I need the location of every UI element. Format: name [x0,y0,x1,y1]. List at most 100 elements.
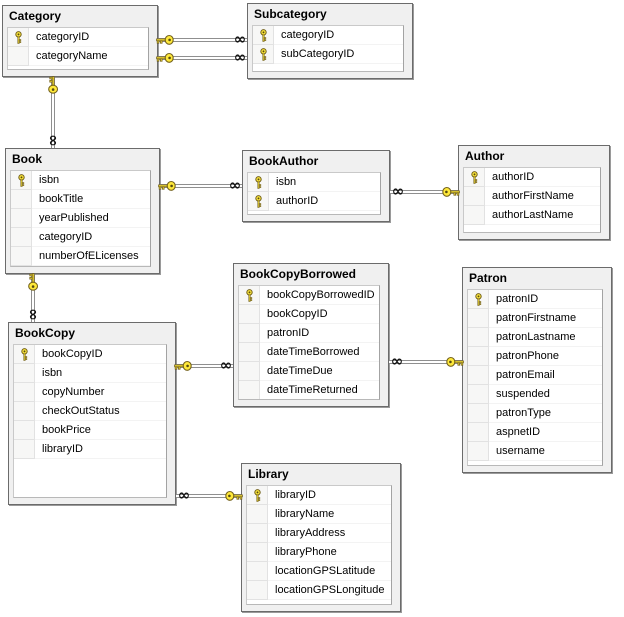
row-selector [239,362,260,381]
column-row-locationgpslatitude[interactable]: locationGPSLatitude [247,562,391,581]
column-row-checkoutstatus[interactable]: checkOutStatus [14,402,166,421]
column-name: numberOfELicenses [39,250,139,262]
column-row-datetimereturned[interactable]: dateTimeReturned [239,381,379,399]
column-name: categoryID [281,29,335,41]
column-row-isbn[interactable]: isbn [248,173,380,192]
table-title[interactable]: Book [12,152,42,166]
row-selector [8,47,29,66]
column-row-yearpublished[interactable]: yearPublished [11,209,150,228]
relationship-line-category-subcategory[interactable] [158,56,247,60]
table-title[interactable]: Author [465,149,505,163]
table-title[interactable]: Patron [469,271,508,285]
one-side-key-icon-category-subcategory [156,52,174,64]
relationship-line-author-bookauthor[interactable] [390,190,458,194]
column-row-categoryid[interactable]: categoryID [8,28,148,47]
column-row-booktitle[interactable]: bookTitle [11,190,150,209]
column-row-patronlastname[interactable]: patronLastname [468,328,602,347]
column-row-patronemail[interactable]: patronEmail [468,366,602,385]
relationship-line-book-bookcopy[interactable] [31,274,35,322]
column-row-isbn[interactable]: isbn [14,364,166,383]
row-selector [247,505,268,524]
column-name: patronEmail [496,369,555,381]
column-row-authorid[interactable]: authorID [248,192,380,211]
column-name: authorID [492,171,535,183]
table-node-subcategory[interactable]: Subcategory categoryID subCategoryID [247,3,413,79]
table-node-patron[interactable]: Patron patronID patronFirstname patronLast… [462,267,612,473]
column-name: locationGPSLatitude [275,565,376,577]
column-row-bookprice[interactable]: bookPrice [14,421,166,440]
column-name: bookCopyBorrowedID [267,289,375,301]
primary-key-icon [14,345,35,364]
column-row-patrontype[interactable]: patronType [468,404,602,423]
column-row-suspended[interactable]: suspended [468,385,602,404]
column-row-isbn[interactable]: isbn [11,171,150,190]
column-row-patronid[interactable]: patronID [468,290,602,309]
column-row-bookcopyid[interactable]: bookCopyID [239,305,379,324]
column-row-numberofelicenses[interactable]: numberOfELicenses [11,247,150,266]
table-node-bookcopyborrowed[interactable]: BookCopyBorrowed bookCopyBorrowedID bookC… [233,263,389,407]
column-row-patronfirstname[interactable]: patronFirstname [468,309,602,328]
column-name: checkOutStatus [42,405,120,417]
table-title[interactable]: BookAuthor [249,154,319,168]
column-row-copynumber[interactable]: copyNumber [14,383,166,402]
row-selector [247,581,268,600]
table-node-author[interactable]: Author authorID authorFirstName authorLast… [458,145,610,240]
column-row-username[interactable]: username [468,442,602,461]
column-name: patronPhone [496,350,559,362]
column-name: subCategoryID [281,48,355,60]
column-row-patronphone[interactable]: patronPhone [468,347,602,366]
table-node-category[interactable]: Category categoryID categoryName [2,5,158,77]
table-title[interactable]: BookCopy [15,326,75,340]
many-side-infinity-icon-book-bookcopy: ∞ [24,308,43,321]
column-name: authorLastName [492,209,574,221]
column-name: bookCopyID [267,308,328,320]
column-grid: categoryID categoryName [7,27,149,70]
column-row-locationgpslongitude[interactable]: locationGPSLongitude [247,581,391,600]
column-row-bookcopyborrowedid[interactable]: bookCopyBorrowedID [239,286,379,305]
column-name: bookCopyID [42,348,103,360]
table-title[interactable]: BookCopyBorrowed [240,267,357,281]
column-row-aspnetid[interactable]: aspnetID [468,423,602,442]
row-selector [468,385,489,404]
column-row-authorfirstname[interactable]: authorFirstName [464,187,600,206]
relationship-line-patron-bookcopyborrowed[interactable] [389,360,462,364]
column-row-libraryphone[interactable]: libraryPhone [247,543,391,562]
column-name: isbn [39,174,60,186]
column-row-datetimeborrowed[interactable]: dateTimeBorrowed [239,343,379,362]
table-title[interactable]: Category [9,9,62,23]
row-selector [468,423,489,442]
column-row-authorid[interactable]: authorID [464,168,600,187]
row-selector [468,309,489,328]
column-row-datetimedue[interactable]: dateTimeDue [239,362,379,381]
relationship-line-library-bookcopy[interactable] [176,494,241,498]
relationship-line-category-book[interactable] [51,77,55,148]
column-row-libraryid[interactable]: libraryID [247,486,391,505]
table-title[interactable]: Subcategory [254,7,327,21]
column-name: patronFirstname [496,312,577,324]
column-row-categoryid[interactable]: categoryID [253,26,403,45]
row-selector [14,421,35,440]
primary-key-icon [248,173,269,192]
column-row-patronid[interactable]: patronID [239,324,379,343]
table-title[interactable]: Library [248,467,289,481]
column-name: libraryAddress [275,527,346,539]
column-row-bookcopyid[interactable]: bookCopyID [14,345,166,364]
row-selector [247,543,268,562]
relationship-line-category-subcategory[interactable] [158,38,247,42]
relationship-line-bookcopy-bookcopyborrowed[interactable] [176,364,233,368]
column-row-categoryname[interactable]: categoryName [8,47,148,66]
column-name: categoryID [36,31,90,43]
column-row-subcategoryid[interactable]: subCategoryID [253,45,403,64]
column-row-categoryid[interactable]: categoryID [11,228,150,247]
column-row-authorlastname[interactable]: authorLastName [464,206,600,225]
column-row-libraryid[interactable]: libraryID [14,440,166,459]
table-node-bookauthor[interactable]: BookAuthor isbn authorID [242,150,390,222]
relationship-line-book-bookauthor[interactable] [160,184,242,188]
column-row-libraryaddress[interactable]: libraryAddress [247,524,391,543]
row-selector [239,381,260,399]
column-row-libraryname[interactable]: libraryName [247,505,391,524]
